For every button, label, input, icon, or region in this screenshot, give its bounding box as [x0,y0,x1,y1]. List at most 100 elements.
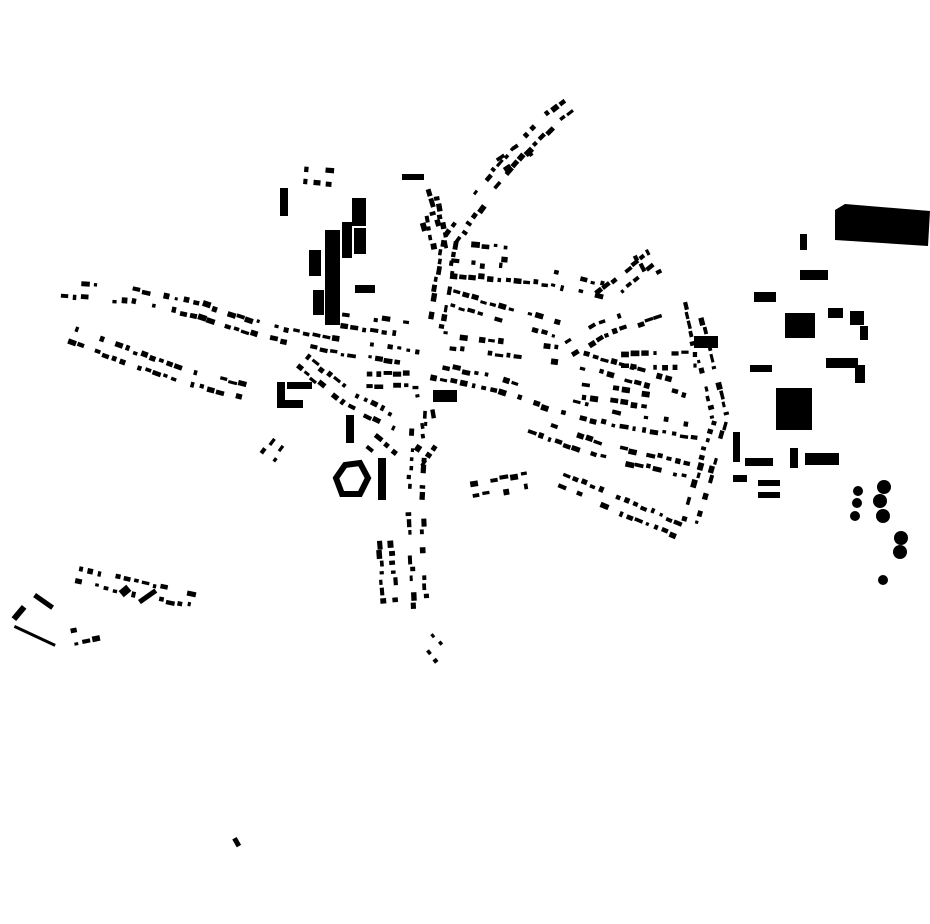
building [527,311,533,316]
building [550,283,556,288]
building [244,316,254,325]
building [379,404,386,412]
building [652,465,663,473]
building [701,492,709,501]
building [432,657,439,664]
building [583,350,591,357]
building [165,360,174,368]
building [683,301,689,311]
building [641,403,648,409]
building [700,445,707,451]
building [249,329,259,338]
building [461,369,471,376]
building [340,322,349,330]
building [392,371,402,377]
building [634,517,644,524]
building [502,488,510,496]
building [509,146,515,152]
building [636,366,646,373]
building [443,330,448,335]
building [540,329,549,336]
building [571,475,579,483]
building [674,457,682,465]
building [750,365,772,372]
building [641,390,651,398]
building [429,374,438,382]
building [101,352,110,360]
building [855,365,865,383]
building [684,311,690,320]
building [158,357,165,364]
building [144,367,152,373]
building [551,334,556,338]
building [718,430,725,440]
building [332,375,342,384]
building [151,303,156,308]
building [454,235,462,244]
building-round [873,494,887,508]
building [423,593,430,599]
building [428,311,435,320]
building [579,366,586,372]
building [550,358,559,366]
building [179,311,188,318]
building [547,436,552,443]
building [427,234,433,241]
building [419,485,426,489]
building [354,228,366,254]
building [317,366,325,374]
building [450,303,456,308]
building [303,166,309,173]
building [442,365,451,372]
building [668,531,677,540]
building [508,307,515,312]
building [693,363,697,368]
building [170,376,177,382]
building [493,243,498,248]
building [459,379,469,387]
building [436,214,443,220]
building [621,351,629,358]
building [683,460,691,467]
building [346,353,357,359]
building [502,163,513,173]
building [408,428,415,436]
building [523,483,529,490]
building [471,293,480,301]
building [302,331,310,337]
building [162,373,169,378]
building [428,197,436,208]
building [618,324,628,331]
building [410,566,416,572]
building [480,300,487,305]
building [537,132,546,141]
building [559,114,566,122]
building [570,348,580,357]
building [387,411,393,417]
building [696,472,701,479]
building [533,278,539,285]
building [91,635,101,643]
building [681,515,688,522]
building [137,588,158,605]
building [499,474,509,480]
building [692,352,698,357]
building [776,388,812,430]
building [497,302,507,311]
building [633,379,642,386]
building [638,262,647,273]
building [199,383,205,389]
building [708,474,715,484]
building [347,403,357,411]
building [326,370,334,378]
building [277,382,285,408]
building [437,640,444,646]
building [616,313,622,319]
building [431,284,438,293]
building-round [894,531,908,545]
building [681,350,689,354]
building [527,429,538,436]
building [612,385,620,391]
building [479,263,485,270]
